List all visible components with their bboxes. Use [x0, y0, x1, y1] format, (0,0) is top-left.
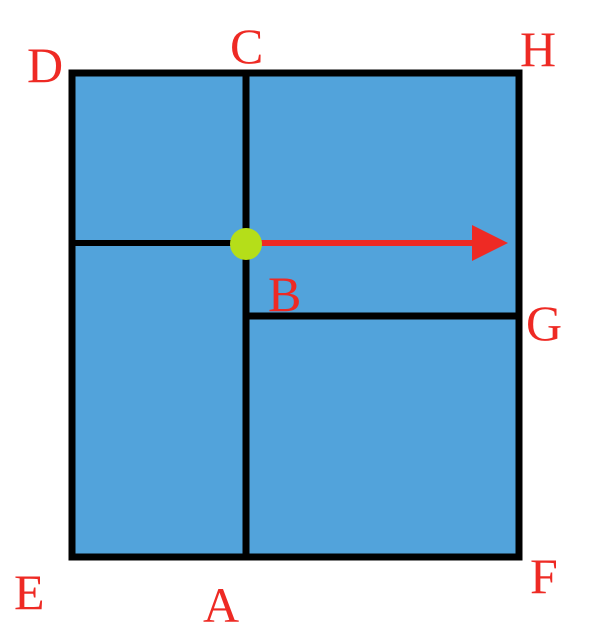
label-d: D [27, 37, 63, 93]
label-h: H [520, 21, 556, 77]
label-a: A [203, 577, 239, 627]
intersection-point [230, 228, 262, 260]
label-c: C [230, 18, 263, 74]
label-g: G [526, 295, 562, 351]
label-f: F [530, 548, 558, 604]
label-e: E [14, 564, 45, 620]
label-b: B [268, 266, 301, 322]
